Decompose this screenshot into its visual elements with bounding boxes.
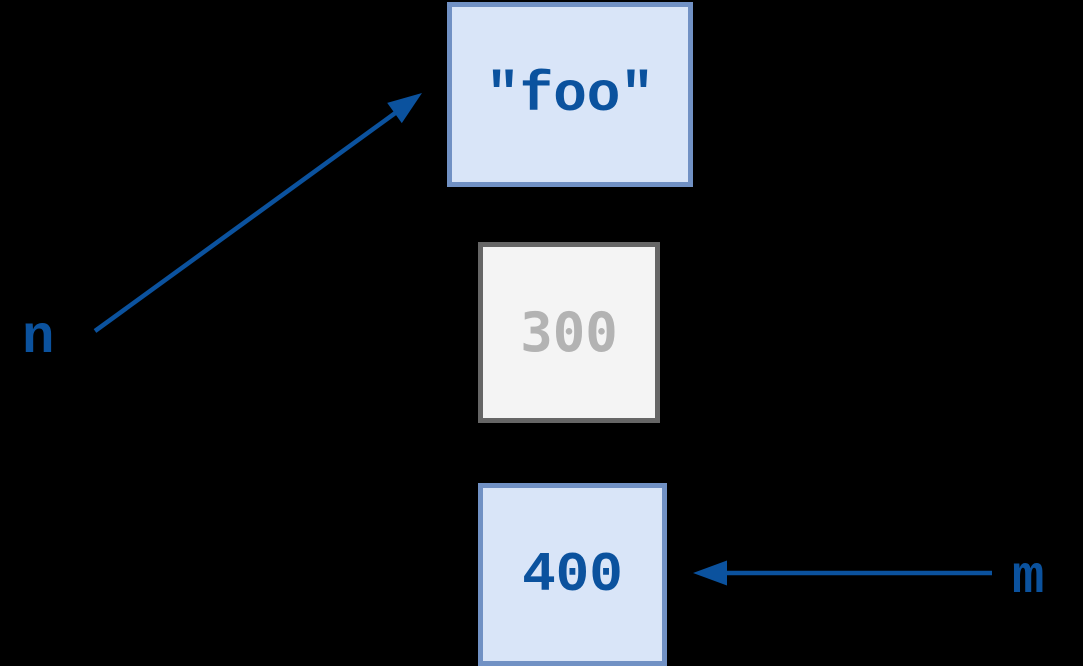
object-value-foo: "foo" — [485, 62, 655, 127]
object-box-300: 300 — [478, 242, 660, 423]
arrow-n-to-foo — [93, 93, 422, 333]
object-box-400: 400 — [478, 483, 667, 666]
object-value-300: 300 — [520, 301, 618, 364]
arrow-m-head-icon — [693, 560, 727, 586]
object-value-400: 400 — [522, 542, 623, 607]
variable-label-n: n — [22, 308, 55, 369]
arrow-n-head-icon — [387, 93, 422, 124]
arrow-m-to-400 — [693, 560, 992, 586]
variable-label-m: m — [1012, 548, 1045, 609]
object-box-foo: "foo" — [447, 2, 693, 187]
arrow-n-shaft — [93, 109, 400, 333]
